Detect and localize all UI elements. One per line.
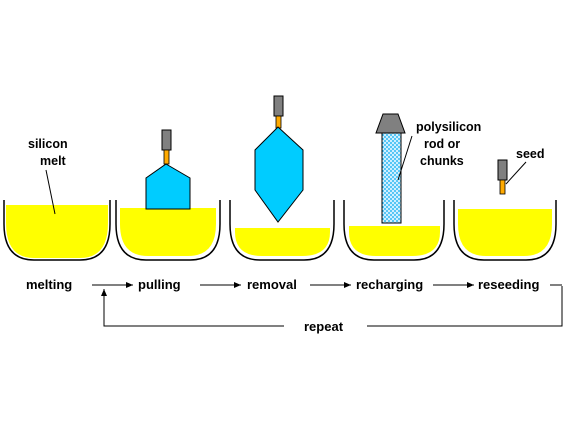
feeder-hopper <box>375 113 406 134</box>
repeat-loop-line <box>104 286 563 327</box>
crystal-pulling <box>145 163 191 210</box>
stage-label-pulling: pulling <box>138 277 181 292</box>
crucible-melting <box>3 200 111 261</box>
seed-holder-pulling <box>161 129 172 151</box>
crucible-wall-reseeding <box>453 200 557 261</box>
silicon-label-line1: silicon <box>28 137 68 151</box>
polysilicon-label-line1: polysilicon <box>416 120 481 134</box>
polysilicon-rod <box>381 132 402 224</box>
crucible-recharging <box>343 113 445 261</box>
melt-pulling <box>120 208 216 256</box>
melt-melting <box>6 205 108 258</box>
melt-removal <box>235 228 330 256</box>
stage-label-melting: melting <box>26 277 72 292</box>
stage-label-removal: removal <box>247 277 297 292</box>
polysilicon-pointer <box>397 135 413 181</box>
crucible-wall-removal <box>229 200 335 261</box>
repeat-label: repeat <box>304 319 344 334</box>
crucible-wall-pulling <box>115 200 221 261</box>
seed-holder-reseeding <box>497 159 508 181</box>
crystal-removal <box>254 126 304 223</box>
seed-pulling <box>163 149 170 165</box>
crucible-pulling <box>115 129 221 261</box>
seed-reseeding <box>499 179 506 195</box>
stage-label-recharging: recharging <box>356 277 423 292</box>
crucible-wall-melting <box>3 200 111 261</box>
crucible-reseeding <box>453 159 557 261</box>
stage-label-reseeding: reseeding <box>478 277 539 292</box>
silicon-label-line2: melt <box>40 154 67 168</box>
melt-recharging <box>349 226 440 256</box>
polysilicon-label-line2: rod or <box>424 137 460 151</box>
seed-holder-removal <box>273 95 284 117</box>
seed-label: seed <box>516 147 545 161</box>
polysilicon-label-line3: chunks <box>420 154 464 168</box>
seed-removal <box>275 115 282 129</box>
melt-reseeding <box>458 209 552 256</box>
silicon-melt-pointer <box>45 169 56 215</box>
crucible-wall-recharging <box>343 200 445 261</box>
seed-pointer <box>505 161 527 185</box>
crucible-removal <box>229 95 335 261</box>
